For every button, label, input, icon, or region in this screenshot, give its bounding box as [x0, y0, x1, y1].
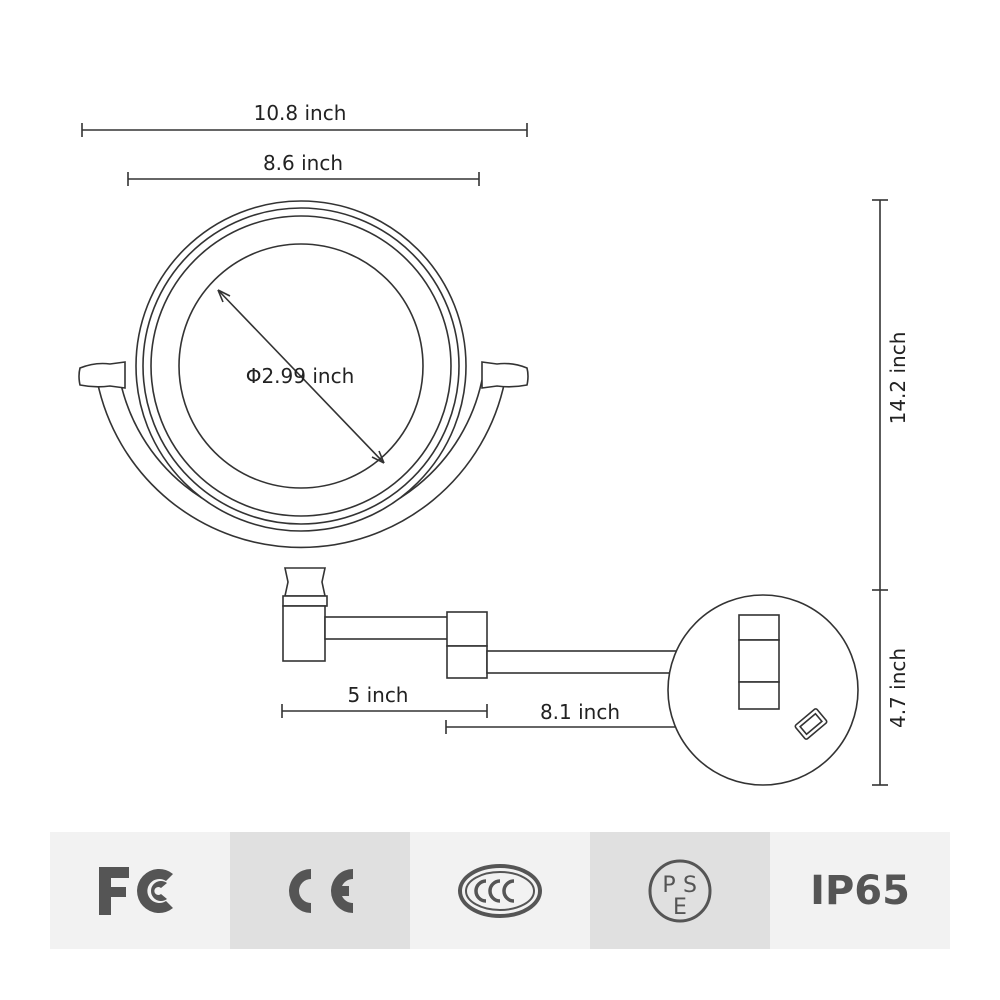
ce-icon [289, 868, 353, 913]
pivot-knob-right [481, 361, 529, 389]
arm-two-label: 8.1 inch [540, 700, 620, 724]
power-switch [794, 708, 828, 740]
mirror-head [135, 200, 467, 532]
yoke-collar [282, 567, 328, 662]
pse-icon: P S E [648, 859, 712, 922]
mirror-diameter-label: Φ2.99 inch [246, 364, 355, 388]
diameter-arrow [217, 289, 385, 464]
fcc-icon [99, 866, 173, 915]
total-height-label: 14.2 inch [886, 332, 910, 425]
pse-badge: P S E [590, 832, 770, 949]
wall-base-plate [667, 594, 859, 786]
fcc-badge [50, 832, 230, 949]
arm-segment-one [324, 611, 488, 679]
arm-one-dimension [281, 704, 488, 718]
mirror-width-dimension [127, 172, 480, 186]
ip65-badge: IP65 [770, 832, 950, 949]
arm-one-label: 5 inch [348, 683, 409, 707]
base-height-dimension [872, 590, 888, 786]
overall-width-dimension [81, 123, 528, 137]
ce-badge [230, 832, 410, 949]
overall-width-label: 10.8 inch [254, 101, 347, 125]
certification-bar: P S E IP65 [50, 832, 950, 949]
pse-letter-p: P [662, 873, 675, 898]
ip-rating-text: IP65 [810, 867, 910, 914]
pse-letter-e: E [673, 895, 687, 920]
pivot-knob-left [78, 361, 126, 389]
ccc-badge [410, 832, 590, 949]
ccc-icon [458, 863, 542, 918]
base-height-label: 4.7 inch [886, 648, 910, 728]
mirror-width-label: 8.6 inch [263, 151, 343, 175]
pse-letter-s: S [683, 873, 697, 898]
